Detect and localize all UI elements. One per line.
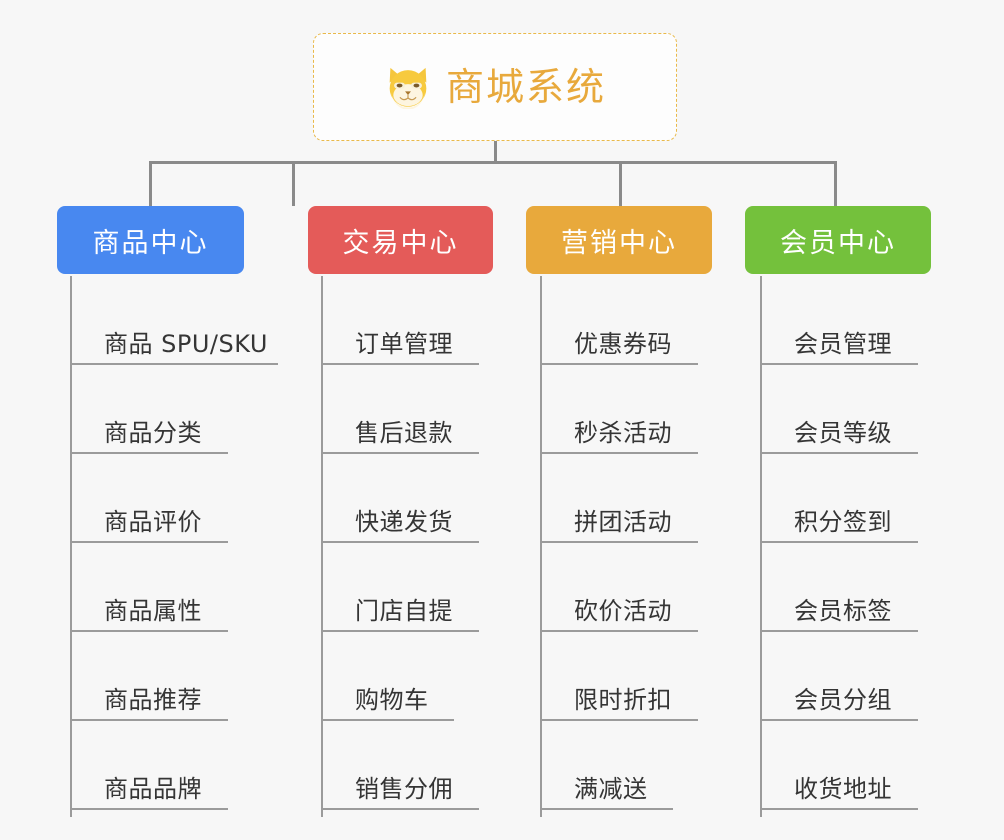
leaf-label: 优惠券码 bbox=[574, 330, 672, 358]
leaf-label: 满减送 bbox=[574, 775, 648, 803]
leaf-item[interactable]: 商品品牌 bbox=[70, 721, 280, 810]
leaf-item[interactable]: 会员管理 bbox=[760, 276, 925, 365]
leaf-underline bbox=[321, 630, 479, 632]
leaf-label: 商品推荐 bbox=[104, 686, 202, 714]
leaf-label: 快递发货 bbox=[355, 508, 453, 536]
leaf-label: 商品 SPU/SKU bbox=[104, 330, 268, 358]
leaf-underline bbox=[540, 719, 698, 721]
leaf-item[interactable]: 会员等级 bbox=[760, 365, 925, 454]
leaf-label: 收货地址 bbox=[794, 775, 892, 803]
leaf-column-1: 商品 SPU/SKU 商品分类 商品评价 商品属性 商品推荐 商品品牌 bbox=[70, 276, 280, 817]
leaf-item[interactable]: 砍价活动 bbox=[540, 543, 705, 632]
leaf-item[interactable]: 商品评价 bbox=[70, 454, 280, 543]
leaf-item[interactable]: 商品分类 bbox=[70, 365, 280, 454]
leaf-underline bbox=[70, 630, 228, 632]
leaf-column-3: 优惠券码 秒杀活动 拼团活动 砍价活动 限时折扣 满减送 bbox=[540, 276, 705, 817]
branch-box-4[interactable]: 会员中心 bbox=[745, 206, 931, 274]
leaf-item[interactable]: 商品 SPU/SKU bbox=[70, 276, 280, 365]
leaf-underline bbox=[540, 808, 673, 810]
leaf-item[interactable]: 订单管理 bbox=[321, 276, 486, 365]
branch-box-2[interactable]: 交易中心 bbox=[308, 206, 493, 274]
leaf-underline bbox=[70, 541, 228, 543]
leaf-underline bbox=[321, 719, 454, 721]
connector-root-stem bbox=[494, 141, 497, 163]
root-title: 商城系统 bbox=[445, 65, 606, 109]
leaf-item[interactable]: 拼团活动 bbox=[540, 454, 705, 543]
leaf-item[interactable]: 售后退款 bbox=[321, 365, 486, 454]
leaf-underline bbox=[760, 719, 918, 721]
leaf-label: 商品评价 bbox=[104, 508, 202, 536]
leaf-item[interactable]: 门店自提 bbox=[321, 543, 486, 632]
leaf-underline bbox=[540, 630, 698, 632]
leaf-label: 会员分组 bbox=[794, 686, 892, 714]
leaf-label: 拼团活动 bbox=[574, 508, 672, 536]
leaf-label: 订单管理 bbox=[355, 330, 453, 358]
branch-label-4: 会员中心 bbox=[780, 227, 896, 259]
leaf-spine-4 bbox=[760, 276, 762, 817]
leaf-item[interactable]: 会员标签 bbox=[760, 543, 925, 632]
leaf-underline bbox=[70, 808, 228, 810]
connector-drop-1 bbox=[149, 161, 152, 206]
leaf-item[interactable]: 满减送 bbox=[540, 721, 705, 810]
leaf-underline bbox=[70, 363, 278, 365]
leaf-item[interactable]: 收货地址 bbox=[760, 721, 925, 810]
leaf-item[interactable]: 商品推荐 bbox=[70, 632, 280, 721]
leaf-underline bbox=[321, 363, 479, 365]
leaf-underline bbox=[760, 541, 918, 543]
leaf-label: 商品品牌 bbox=[104, 775, 202, 803]
leaf-label: 购物车 bbox=[355, 686, 429, 714]
root-node[interactable]: 商城系统 bbox=[313, 33, 677, 141]
leaf-underline bbox=[321, 541, 479, 543]
leaf-label: 销售分佣 bbox=[355, 775, 453, 803]
leaf-underline bbox=[321, 452, 479, 454]
branch-label-3: 营销中心 bbox=[561, 227, 677, 259]
leaf-label: 售后退款 bbox=[355, 419, 453, 447]
leaf-underline bbox=[760, 808, 918, 810]
leaf-column-4: 会员管理 会员等级 积分签到 会员标签 会员分组 收货地址 bbox=[760, 276, 925, 817]
leaf-underline bbox=[540, 363, 698, 365]
branch-box-1[interactable]: 商品中心 bbox=[57, 206, 244, 274]
leaf-label: 积分签到 bbox=[794, 508, 892, 536]
branch-label-1: 商品中心 bbox=[92, 227, 209, 259]
leaf-underline bbox=[760, 452, 918, 454]
shiba-dog-icon bbox=[389, 67, 427, 109]
leaf-column-2: 订单管理 售后退款 快递发货 门店自提 购物车 销售分佣 bbox=[321, 276, 486, 817]
leaf-label: 秒杀活动 bbox=[574, 419, 672, 447]
leaf-label: 限时折扣 bbox=[574, 686, 672, 714]
leaf-underline bbox=[321, 808, 479, 810]
connector-drop-3 bbox=[619, 161, 622, 206]
leaf-item[interactable]: 会员分组 bbox=[760, 632, 925, 721]
leaf-item[interactable]: 快递发货 bbox=[321, 454, 486, 543]
leaf-label: 会员等级 bbox=[794, 419, 892, 447]
leaf-label: 门店自提 bbox=[355, 597, 453, 625]
leaf-spine-3 bbox=[540, 276, 542, 817]
leaf-underline bbox=[760, 363, 918, 365]
leaf-item[interactable]: 秒杀活动 bbox=[540, 365, 705, 454]
leaf-item[interactable]: 销售分佣 bbox=[321, 721, 486, 810]
leaf-underline bbox=[760, 630, 918, 632]
leaf-item[interactable]: 商品属性 bbox=[70, 543, 280, 632]
leaf-item[interactable]: 积分签到 bbox=[760, 454, 925, 543]
leaf-underline bbox=[70, 719, 228, 721]
leaf-label: 会员管理 bbox=[794, 330, 892, 358]
leaf-item[interactable]: 限时折扣 bbox=[540, 632, 705, 721]
leaf-underline bbox=[540, 541, 698, 543]
connector-drop-2 bbox=[292, 161, 295, 206]
leaf-spine-2 bbox=[321, 276, 323, 817]
branch-label-2: 交易中心 bbox=[342, 227, 459, 259]
leaf-label: 砍价活动 bbox=[574, 597, 672, 625]
leaf-item[interactable]: 购物车 bbox=[321, 632, 486, 721]
leaf-underline bbox=[70, 452, 228, 454]
leaf-label: 商品分类 bbox=[104, 419, 202, 447]
leaf-spine-1 bbox=[70, 276, 72, 817]
leaf-item[interactable]: 优惠券码 bbox=[540, 276, 705, 365]
connector-horizontal-bus bbox=[149, 161, 837, 164]
branch-box-3[interactable]: 营销中心 bbox=[526, 206, 712, 274]
connector-drop-4 bbox=[834, 161, 837, 206]
leaf-label: 会员标签 bbox=[794, 597, 892, 625]
leaf-label: 商品属性 bbox=[104, 597, 202, 625]
leaf-underline bbox=[540, 452, 698, 454]
